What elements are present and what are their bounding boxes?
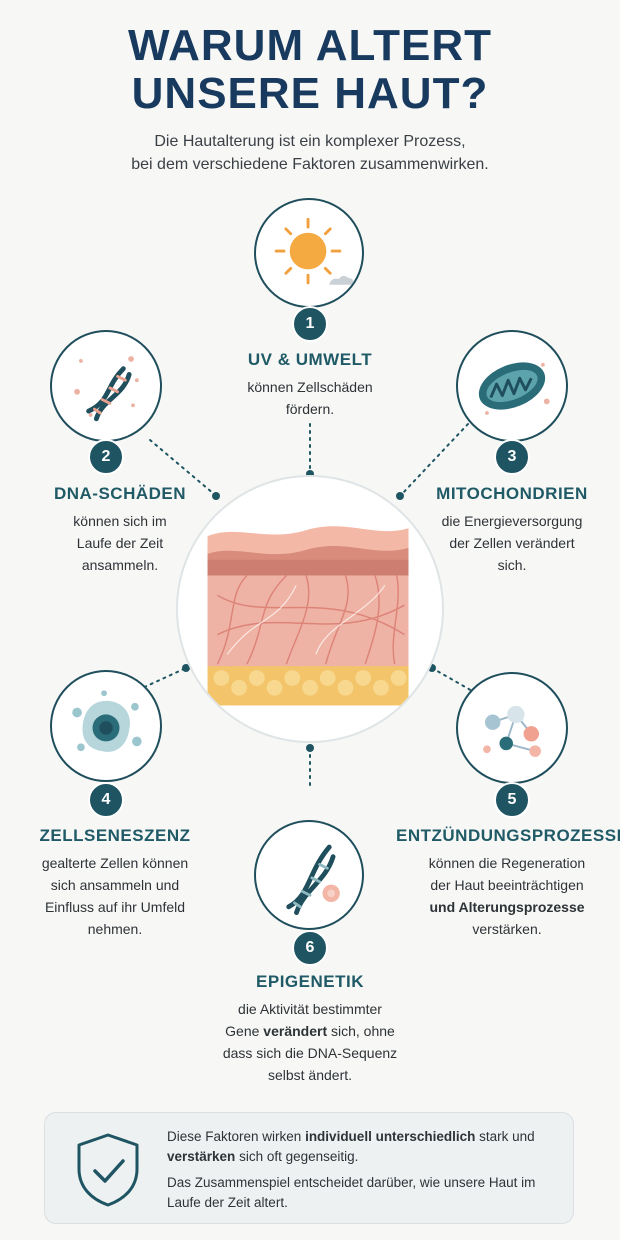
factor-4-line: nehmen. <box>87 921 143 937</box>
factor-6-text: EPIGENETIK die Aktivität bestimmter Gene… <box>190 972 430 1086</box>
factor-6-line: selbst ändert. <box>267 1067 353 1083</box>
summary-text: Diese Faktoren wirken individuell unters… <box>167 1127 563 1219</box>
factor-1-description: können Zellschäden fördern. <box>200 376 420 420</box>
factor-3-badge: 3 <box>494 439 530 475</box>
summary-paragraph-1: Diese Faktoren wirken individuell unters… <box>167 1127 563 1167</box>
factor-2-line: Laufe der Zeit <box>76 535 164 551</box>
factor-4-text: ZELLSENESZENZ gealterte Zellen können si… <box>10 826 220 940</box>
factor-6-description: die Aktivität bestimmter Gene verändert … <box>190 998 430 1086</box>
title-line-1: WARUM ALTERT <box>128 21 492 70</box>
dna-strand-icon <box>286 844 340 915</box>
factor-3-title: MITOCHONDRIEN <box>436 484 588 503</box>
factor-6-illustration <box>254 820 364 930</box>
senescent-cell-icon <box>72 690 142 752</box>
factor-3-line: sich. <box>497 557 527 573</box>
factor-2-illustration <box>50 330 162 442</box>
factor-4-line: Einfluss auf ihr Umfeld <box>44 899 186 915</box>
summary-part: stark und <box>475 1129 535 1144</box>
summary-box: Diese Faktoren wirken individuell unters… <box>44 1112 574 1224</box>
factor-4-line: sich ansammeln und <box>50 877 180 893</box>
title-line-2: UNSERE HAUT? <box>131 69 489 118</box>
summary-part: sich oft gegenseitig. <box>235 1149 359 1164</box>
factor-3-line: die Energieversorgung <box>441 513 583 529</box>
factor-1-badge: 1 <box>292 306 328 342</box>
factor-4-badge: 4 <box>88 782 124 818</box>
factor-3-text: MITOCHONDRIEN die Energieversorgung der … <box>406 484 618 576</box>
subtitle-line-2: bei dem verschiedene Faktoren zusammenwi… <box>131 156 489 173</box>
factor-6-title: EPIGENETIK <box>256 972 364 991</box>
factor-2-text: DNA-SCHÄDEN können sich im Laufe der Zei… <box>20 484 220 576</box>
center-illustration <box>176 475 444 743</box>
factor-6-emphasis: verändert <box>263 1023 328 1039</box>
factor-4-title: ZELLSENESZENZ <box>39 826 191 845</box>
factor-5-emphasis: und Alterungsprozesse <box>429 899 585 915</box>
inflammation-icon <box>483 705 541 757</box>
factor-6-line: dass sich die DNA-Sequenz <box>222 1045 398 1061</box>
page-title: WARUM ALTERT UNSERE HAUT? <box>0 22 620 118</box>
factor-6-line-part: sich, ohne <box>327 1023 395 1039</box>
summary-part: Diese Faktoren wirken <box>167 1129 306 1144</box>
factor-2-line: ansammeln. <box>81 557 159 573</box>
factor-5-badge: 5 <box>494 782 530 818</box>
factor-3-description: die Energieversorgung der Zellen verände… <box>406 510 618 576</box>
factor-5-line: und Alterungsprozesse <box>396 896 618 918</box>
factor-1-line: fördern. <box>285 401 335 417</box>
factor-1-illustration <box>254 198 364 308</box>
factor-5-illustration <box>456 672 568 784</box>
factor-2-line: können sich im <box>73 513 167 529</box>
factor-3-line: der Zellen verändert <box>449 535 575 551</box>
sun-icon <box>274 217 354 285</box>
factor-4-illustration <box>50 670 162 782</box>
factor-5-title: ENTZÜNDUNGSPROZESSE <box>396 826 620 845</box>
mitochondria-icon <box>478 362 550 415</box>
factor-1-title: UV & UMWELT <box>247 350 373 369</box>
factor-5-line: der Haut beeinträchtigen <box>430 877 584 893</box>
dna-icon <box>74 356 139 422</box>
factor-1-line: können Zellschäden <box>247 379 373 395</box>
factor-5-text: ENTZÜNDUNGSPROZESSE können die Regenerat… <box>396 826 620 940</box>
factor-2-badge: 2 <box>88 439 124 475</box>
factor-2-title: DNA-SCHÄDEN <box>53 484 187 503</box>
factor-6-line: die Aktivität bestimmter <box>238 1001 382 1017</box>
factor-5-line: können die Regeneration <box>428 855 586 871</box>
factor-4-description: gealterte Zellen können sich ansammeln u… <box>10 852 220 940</box>
factor-2-description: können sich im Laufe der Zeit ansammeln. <box>20 510 220 576</box>
factor-6-line-part: Gene <box>225 1023 264 1039</box>
factor-4-line: gealterte Zellen können <box>41 855 189 871</box>
page-subtitle: Die Hautalterung ist ein komplexer Proze… <box>0 130 620 176</box>
summary-paragraph-2: Das Zusammenspiel entscheidet darüber, w… <box>167 1175 536 1210</box>
subtitle-line-1: Die Hautalterung ist ein komplexer Proze… <box>154 133 466 150</box>
skin-cross-section-icon <box>207 526 409 706</box>
factor-5-line: verstärken. <box>472 921 542 937</box>
shield-check-icon <box>77 1133 139 1207</box>
factor-5-description: können die Regeneration der Haut beeintr… <box>396 852 618 940</box>
factor-6-badge: 6 <box>292 930 328 966</box>
factor-3-illustration <box>456 330 568 442</box>
summary-emphasis: verstärken <box>167 1149 236 1164</box>
factor-1-text: UV & UMWELT können Zellschäden fördern. <box>200 350 420 420</box>
factor-6-line: Gene verändert sich, ohne <box>190 1020 430 1042</box>
summary-emphasis: individuell unterschiedlich <box>305 1129 476 1144</box>
